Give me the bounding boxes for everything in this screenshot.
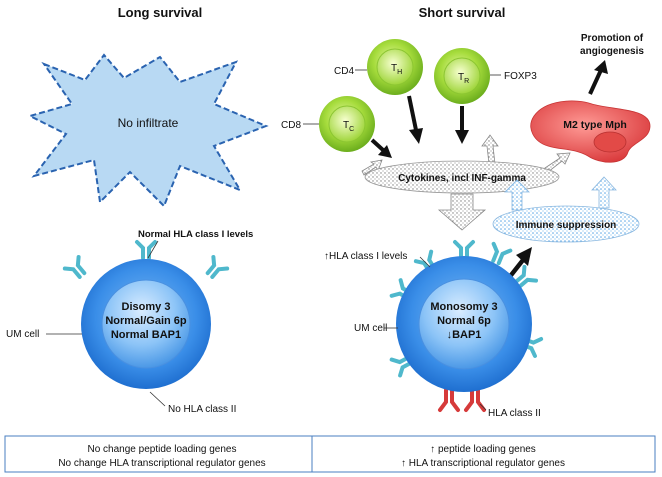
no-infiltrate-label: No infiltrate: [118, 116, 179, 130]
cytokines-cloud: [364, 160, 560, 194]
right-hla-class-ii-label: HLA class II: [488, 408, 541, 419]
right-gene-box: [311, 435, 656, 473]
foxp3-label: FOXP3: [504, 71, 537, 82]
m2-nucleus: [593, 131, 627, 153]
right-hla-class-ii-receptors: [438, 388, 486, 412]
left-cell-line-3: Normal BAP1: [111, 329, 181, 341]
tr-main: T: [458, 72, 464, 83]
right-cell-line-2: Normal 6p: [437, 315, 491, 327]
cytokines-to-cell-arrow: [437, 193, 487, 231]
right-cell-line-1: Monosomy 3: [430, 301, 497, 313]
right-um-cell-label: UM cell: [354, 323, 387, 334]
left-hla-class-ii-label: No HLA class II: [168, 404, 236, 415]
th-to-cytokines-arrow: [407, 95, 423, 144]
left-um-cell-label: UM cell: [6, 329, 39, 340]
angiogenesis-arrow: [588, 60, 608, 95]
th-sub: H: [397, 69, 402, 76]
cd8-label: CD8: [281, 120, 301, 131]
promotion-line-1: Promotion of: [581, 33, 644, 44]
no-infiltrate-star: [27, 53, 269, 208]
m2-label: M2 type Mph: [563, 119, 627, 131]
left-hla-class-ii-pointer: [149, 391, 166, 407]
promotion-line-2: angiogenesis: [580, 46, 644, 57]
left-box-line-1: No change peptide loading genes: [87, 444, 236, 455]
tc-cell-label: TC: [343, 120, 354, 133]
right-box-line-2: ↑ HLA transcriptional regulator genes: [401, 458, 565, 469]
right-hla-class-i-pointer: [419, 256, 431, 268]
tr-cell-nucleus: [443, 57, 481, 95]
left-title: Long survival: [118, 5, 203, 20]
right-hla-class-ii-pointer: [479, 403, 487, 411]
tr-to-cytokines-arrow: [455, 106, 469, 144]
tc-cell-nucleus: [328, 105, 366, 143]
right-cell-line-3: ↓BAP1: [447, 329, 482, 341]
th-cell-label: TH: [391, 63, 402, 76]
left-box-line-2: No change HLA transcriptional regulator …: [58, 458, 265, 469]
th-cell-nucleus: [376, 48, 414, 86]
cytokines-label: Cytokines, incl INF-gamma: [398, 173, 526, 184]
left-cell-line-2: Normal/Gain 6p: [105, 315, 187, 327]
immune-suppression-cloud: [492, 205, 640, 243]
cytokine-dotted-arrows: [361, 134, 571, 176]
right-title: Short survival: [419, 5, 506, 20]
tc-sub: C: [349, 126, 354, 133]
left-hla-class-i-pointer: [147, 240, 159, 259]
left-cell-nucleus: [101, 279, 191, 369]
right-box-line-1: ↑ peptide loading genes: [430, 444, 536, 455]
left-cell-line-1: Disomy 3: [122, 301, 171, 313]
suppression-dotted-arrows: [504, 176, 617, 211]
tc-to-cytokines-arrow: [370, 138, 392, 158]
tr-sub: R: [464, 78, 469, 85]
tc-main: T: [343, 120, 349, 131]
immune-suppression-label: Immune suppression: [516, 220, 617, 231]
m2-macrophage: [530, 100, 651, 163]
tr-cell-label: TR: [458, 72, 469, 85]
cd4-label: CD4: [334, 66, 354, 77]
th-main: T: [391, 63, 397, 74]
left-hla-class-i-label: Normal HLA class I levels: [138, 229, 253, 240]
right-cell-nucleus: [418, 278, 510, 370]
right-hla-class-i-label: ↑HLA class I levels: [324, 251, 407, 262]
